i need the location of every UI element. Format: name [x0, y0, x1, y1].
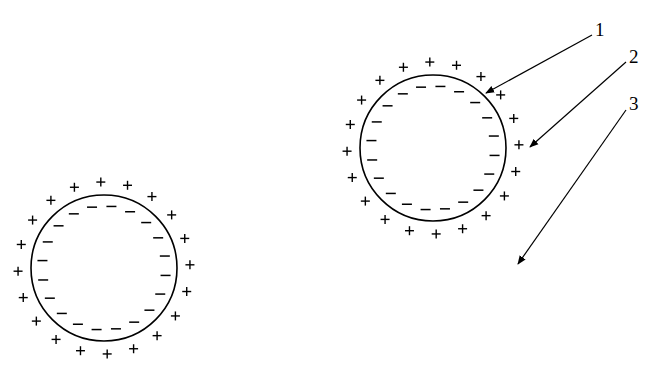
minus-sign [482, 117, 492, 119]
plus-sign [480, 72, 481, 81]
minus-sign [366, 140, 376, 142]
plus-sign [429, 58, 430, 67]
plus-sign [462, 224, 463, 233]
plus-sign [127, 181, 128, 190]
minus-sign [367, 159, 377, 161]
minus-sign [372, 121, 382, 123]
plus-sign [504, 191, 505, 200]
plus-sign [513, 114, 514, 123]
minus-sign [54, 225, 64, 227]
minus-sign [484, 173, 494, 175]
minus-sign [45, 297, 55, 299]
minus-sign [87, 206, 97, 208]
plus-sign [23, 293, 24, 302]
minus-sign [153, 237, 163, 239]
minus-sign [470, 102, 480, 104]
callout-number: 1 [595, 20, 605, 39]
minus-sign [458, 201, 468, 203]
minus-sign [57, 313, 67, 315]
minus-sign [73, 323, 83, 325]
plus-sign [409, 226, 410, 235]
plus-sign [171, 210, 172, 219]
plus-sign [74, 183, 75, 192]
plus-sign [346, 147, 347, 156]
leader-line [518, 110, 626, 264]
plus-sign [384, 215, 385, 224]
minus-sign [454, 91, 464, 93]
minus-sign [43, 241, 53, 243]
minus-sign [141, 222, 151, 224]
plus-sign [186, 287, 187, 296]
minus-sign [489, 135, 499, 137]
leader-line [530, 62, 626, 147]
plus-sign [435, 229, 436, 238]
minus-sign [155, 293, 165, 295]
minus-sign [129, 321, 139, 323]
minus-sign [374, 177, 384, 179]
minus-sign [92, 329, 102, 331]
plus-sign [518, 140, 519, 149]
plus-sign [55, 335, 56, 344]
plus-sign [485, 211, 486, 220]
minus-sign [383, 105, 393, 107]
plus-sign [106, 349, 107, 358]
plus-sign [352, 173, 353, 182]
minus-sign [160, 255, 170, 257]
plus-sign [365, 197, 366, 206]
plus-sign [189, 260, 190, 269]
minus-sign [125, 211, 135, 213]
leader-line [486, 35, 592, 93]
minus-sign [386, 193, 396, 195]
plus-sign [156, 331, 157, 340]
minus-sign [37, 260, 47, 262]
minus-sign [440, 208, 450, 210]
cell-membrane [360, 75, 506, 221]
plus-sign [32, 216, 33, 225]
plus-sign [184, 234, 185, 243]
plus-sign [379, 76, 380, 85]
plus-sign [456, 61, 457, 70]
cell-membrane [31, 195, 177, 341]
minus-sign [144, 309, 154, 311]
minus-sign [161, 275, 171, 277]
minus-sign [106, 206, 116, 208]
plus-sign [100, 178, 101, 187]
plus-sign [175, 311, 176, 320]
plus-sign [50, 196, 51, 205]
plus-sign [515, 167, 516, 176]
minus-sign [473, 189, 483, 191]
plus-sign [36, 317, 37, 326]
callout-number: 3 [629, 94, 639, 113]
plus-sign [133, 344, 134, 353]
plus-sign [361, 96, 362, 105]
minus-sign [69, 213, 79, 215]
plus-sign [80, 346, 81, 355]
minus-sign [490, 155, 500, 157]
minus-sign [421, 209, 431, 211]
minus-sign [111, 328, 121, 330]
plus-sign [21, 240, 22, 249]
minus-sign [38, 279, 48, 281]
plus-sign [403, 63, 404, 72]
plus-sign [500, 90, 501, 99]
plus-sign [350, 120, 351, 129]
callout-number: 2 [629, 47, 639, 66]
plus-sign [151, 192, 152, 201]
minus-sign [435, 86, 445, 88]
minus-sign [398, 93, 408, 95]
minus-sign [402, 203, 412, 205]
charge-signs [14, 58, 524, 359]
minus-sign [416, 86, 426, 88]
plus-sign [17, 267, 18, 276]
